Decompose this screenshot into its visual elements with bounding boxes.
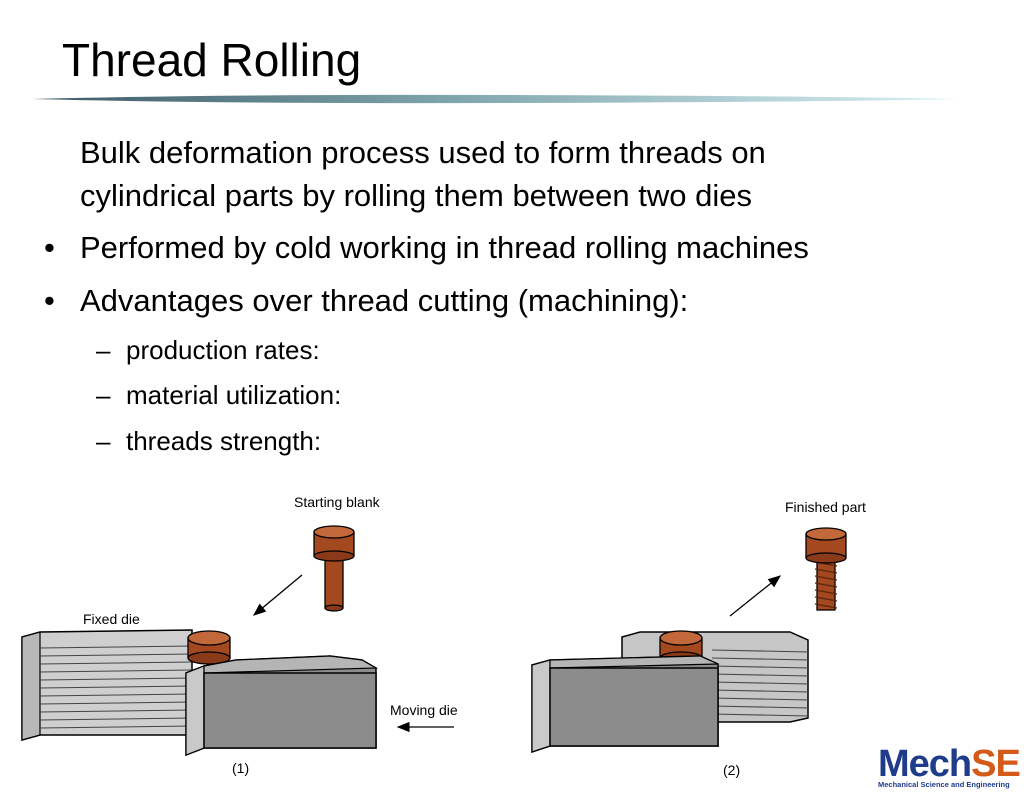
logo-tagline: Mechanical Science and Engineering: [878, 780, 1010, 789]
caption-2: (2): [723, 762, 741, 778]
sub-bullet-marker: –: [96, 426, 111, 456]
title-underline: [32, 94, 958, 104]
starting-blank-part: [313, 525, 355, 612]
sub-bullet-item-1: production rates:: [126, 335, 320, 365]
insert-arrow: [253, 574, 303, 616]
mechse-logo: MechSE Mechanical Science and Engineerin…: [876, 744, 1024, 791]
sub-bullet-item-2: material utilization:: [126, 380, 342, 410]
intro-line-2: cylindrical parts by rolling them betwee…: [80, 178, 752, 213]
bullet-marker: •: [44, 230, 55, 265]
thread-rolling-diagram: [21, 525, 847, 757]
logo-mech: Mech: [878, 743, 972, 785]
thread-rolling-figure: Starting blank Fixed die Moving die Fini…: [0, 470, 1024, 791]
label-fixed-die: Fixed die: [83, 611, 140, 627]
sub-bullet-marker: –: [96, 380, 111, 410]
moving-die-1: [185, 655, 379, 757]
slide-title: Thread Rolling: [62, 34, 362, 86]
sub-bullet-item-3: threads strength:: [126, 426, 322, 456]
intro-line-1: Bulk deformation process used to form th…: [80, 135, 766, 170]
label-finished-part: Finished part: [785, 499, 866, 515]
blank-between-dies-1: [187, 630, 231, 665]
finished-part: [805, 527, 847, 611]
label-starting-blank: Starting blank: [294, 494, 380, 510]
sub-bullet-marker: –: [96, 335, 111, 365]
bullet-marker: •: [44, 283, 55, 318]
bullet-item-1: Performed by cold working in thread roll…: [80, 230, 809, 265]
label-moving-die: Moving die: [390, 702, 458, 718]
bullet-item-2: Advantages over thread cutting (machinin…: [80, 283, 689, 318]
moving-die-2: [531, 655, 719, 754]
eject-arrow: [729, 575, 782, 617]
logo-se: SE: [971, 743, 1021, 785]
caption-1: (1): [232, 760, 250, 776]
fixed-die-1: [21, 629, 193, 741]
